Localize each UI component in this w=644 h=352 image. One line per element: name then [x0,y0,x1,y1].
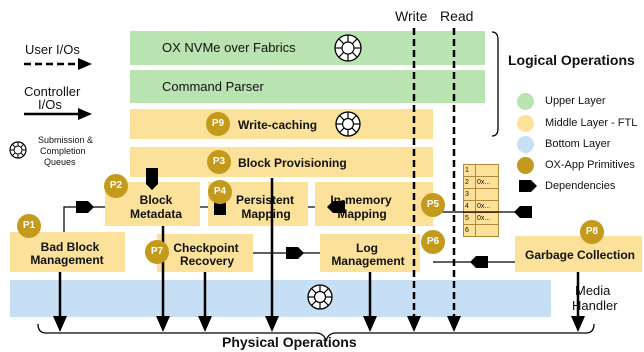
table-cell: 2 [463,176,476,189]
checkpoint-label-1: Checkpoint [173,241,239,255]
inmemory-mapping-label-1: In-memory [330,193,392,207]
middle-layer-label: Middle Layer - FTL [545,117,638,129]
dependency-icons [76,168,532,268]
read-label: Read [440,8,474,24]
nvme-layer [130,31,485,65]
queues-label-1: Submission & [38,135,94,145]
primitives-label: OX-App Primitives [545,159,635,171]
bad-block-box [10,232,125,272]
upper-layer-label: Upper Layer [545,95,606,107]
table-cell: 0x... [475,176,499,189]
table-row: 6 [463,224,499,237]
media-handler-layer [10,280,551,317]
block-metadata-label-1: Block [139,193,173,207]
garbage-collection-box [515,236,642,272]
logical-operations-title: Logical Operations [508,52,635,68]
upper-layer-swatch [517,93,534,110]
queues-label-2: Completion [40,146,86,156]
garbage-collection-label: Garbage Collection [524,248,636,262]
bottom-layer-swatch [517,136,534,153]
dependencies-label: Dependencies [545,180,616,192]
block-provisioning-box [130,147,433,177]
controller-io-label-2: I/Os [38,97,62,112]
controller-io-label-1: Controller [24,84,81,99]
read-path-line [447,28,461,332]
nvme-layer-label: OX NVMe over Fabrics [162,40,296,55]
block-provisioning-label: Block Provisioning [238,156,347,170]
badge-p3: P3 [207,150,231,174]
middle-layer-swatch [517,115,534,132]
write-label: Write [395,8,428,24]
logical-bracket [491,31,499,137]
checkpoint-recovery-box [157,234,253,272]
bottom-layer-label: Bottom Layer [545,138,611,150]
badge-p6: P6 [421,230,445,254]
bad-block-label-2: Management [30,253,104,267]
primitives-swatch [517,157,534,174]
queue-icon [9,141,27,159]
table-cell [475,164,499,177]
user-io-label: User I/Os [25,42,80,57]
badge-p5: P5 [421,193,445,217]
physical-operations-label: Physical Operations [222,334,357,350]
table-cell: 0x... [475,212,499,225]
log-management-box [320,234,420,272]
badge-p7: P7 [145,240,169,264]
media-queue-icon [307,284,333,310]
dependencies-legend-icon [519,180,537,192]
bad-block-label-1: Bad Block [40,240,100,254]
badge-p8: P8 [580,220,604,244]
badge-p9: P9 [206,112,230,136]
persistent-mapping-label-1: Persistent [235,193,295,207]
queues-label-3: Queues [44,157,76,167]
write-caching-label: Write-caching [238,118,318,132]
persistent-mapping-label-2: Mapping [241,207,291,221]
badge-p4: P4 [208,180,232,204]
table-cell [475,224,499,237]
media-handler-label-1: Media [575,283,611,298]
badge-p1: P1 [17,214,41,238]
write-path-line [407,28,421,332]
checkpoint-label-2: Recovery [179,254,235,268]
badge-p2: P2 [104,174,128,198]
physical-brace [37,323,595,342]
controller-io-arrow [24,108,92,120]
write-caching-queue-icon [335,111,361,137]
nvme-queue-icon [334,34,362,62]
physical-arrowheads [53,316,585,332]
write-caching-box [130,109,433,139]
parser-layer-label: Command Parser [162,79,264,94]
block-metadata-label-2: Metadata [129,207,182,221]
inmemory-mapping-label-2: Mapping [337,207,387,221]
log-management-label-1: Log [356,241,378,255]
user-io-arrow [24,58,92,70]
log-management-label-2: Management [331,254,405,268]
parser-layer [130,70,485,103]
media-handler-label-2: Handler [572,298,618,313]
